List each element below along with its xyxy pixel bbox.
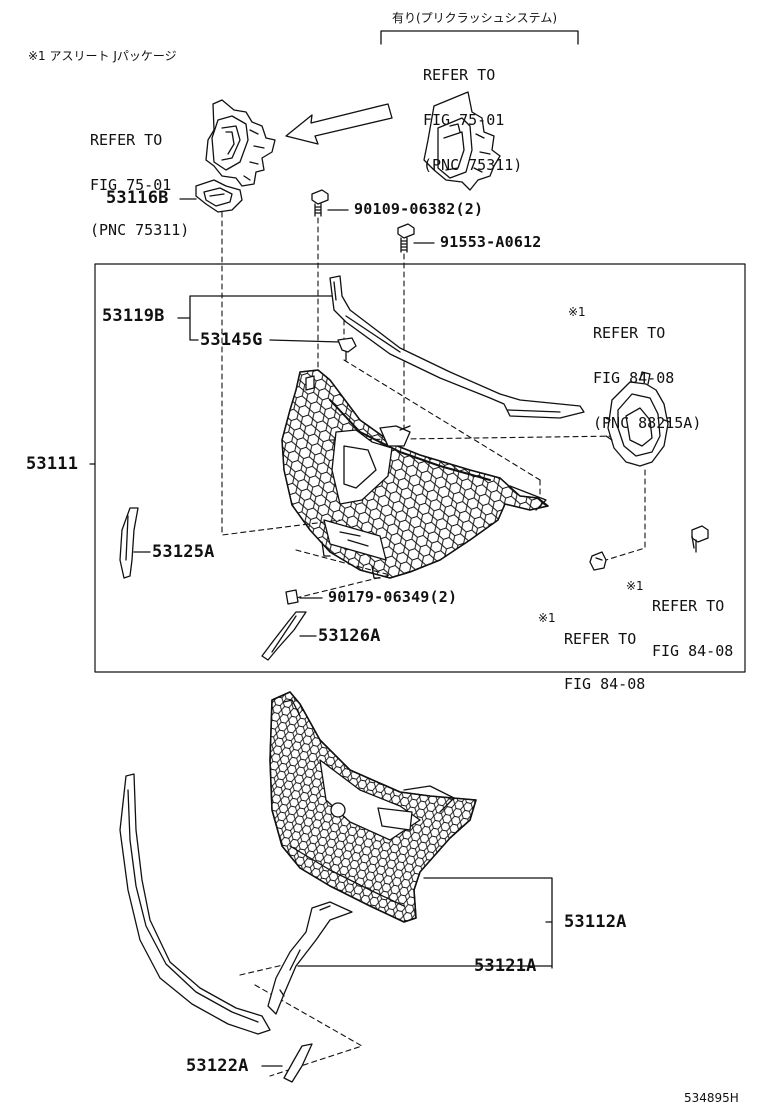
refer-line: REFER TO (652, 597, 725, 615)
figure-id: 534895H (684, 1091, 739, 1105)
bracket-label-precrash: 有り(プリクラッシュシステム) (392, 11, 558, 25)
bracket-top (380, 30, 579, 45)
bolt-91553 (397, 223, 415, 253)
part-label-90109[interactable]: 90109-06382(2) (354, 200, 484, 218)
part-label-53125A[interactable]: 53125A (152, 542, 215, 562)
part-label-53112A[interactable]: 53112A (564, 912, 627, 932)
refer-note-2: REFER TO FIG 75-01 (PNC 75311) (423, 38, 522, 203)
garnish-53126A (261, 611, 307, 661)
piece-53122A (283, 1043, 313, 1083)
assembly-frame (94, 263, 746, 673)
bolt-90109 (311, 189, 329, 217)
refer-line: FIG 84-08 (593, 369, 675, 387)
garnish-strip-53119B (329, 275, 585, 419)
refer-note-1: REFER TO FIG 75-01 (PNC 75311) (90, 103, 189, 268)
refer-line: FIG 84-08 (564, 675, 646, 693)
clip-53145G (337, 337, 357, 361)
refer-mark-5: ※1 (538, 611, 556, 625)
note-athlete-package: ※1 アスリート Jパッケージ (28, 49, 177, 63)
dashed-lines (221, 211, 646, 1077)
refer-line: (PNC 75311) (423, 156, 523, 174)
leader-53119B (177, 295, 335, 341)
refer-line: REFER TO (423, 66, 496, 84)
refer-note-4: REFER TO FIG 84-08 (652, 569, 733, 689)
clip-90179 (285, 589, 299, 605)
leader-53145G (269, 339, 341, 343)
refer-mark-3: ※1 (568, 305, 586, 319)
part-label-53111[interactable]: 53111 (26, 454, 79, 474)
part-label-53126A[interactable]: 53126A (318, 626, 381, 646)
part-label-53116B[interactable]: 53116B (106, 188, 169, 208)
garnish-53121A (267, 901, 353, 1015)
direction-arrow (285, 103, 393, 145)
refer-line: REFER TO (593, 324, 666, 342)
refer-line: (PNC 88215A) (593, 414, 702, 432)
refer-line: REFER TO (90, 131, 163, 149)
refer-mark-4: ※1 (626, 579, 644, 593)
refer-line: (PNC 75311) (90, 221, 190, 239)
sensor-cover-left (205, 99, 276, 187)
screw-84-08 (691, 525, 709, 553)
nut-84-08 (589, 551, 607, 571)
sensor-bracket-88215A (605, 371, 671, 467)
refer-line: FIG 75-01 (90, 176, 172, 194)
grille-53111 (281, 369, 549, 579)
part-label-91553[interactable]: 91553-A0612 (440, 233, 542, 251)
part-label-53121A[interactable]: 53121A (474, 956, 537, 976)
clip-53116B (195, 179, 243, 213)
part-label-53119B[interactable]: 53119B (102, 306, 165, 326)
part-label-90179[interactable]: 90179-06349(2) (328, 588, 458, 606)
part-label-53145G[interactable]: 53145G (200, 330, 263, 350)
refer-note-5: REFER TO FIG 84-08 (564, 602, 645, 722)
refer-note-3: REFER TO FIG 84-08 (PNC 88215A) (593, 296, 701, 461)
trim-53122A-outer (119, 773, 271, 1035)
refer-line: FIG 84-08 (652, 642, 734, 660)
sensor-cover-right (423, 91, 501, 191)
refer-line: FIG 75-01 (423, 111, 505, 129)
grille-53112A (269, 691, 477, 923)
part-label-53122A[interactable]: 53122A (186, 1056, 249, 1076)
garnish-53125A (119, 507, 139, 579)
refer-line: REFER TO (564, 630, 637, 648)
leader-53112A (423, 877, 553, 969)
